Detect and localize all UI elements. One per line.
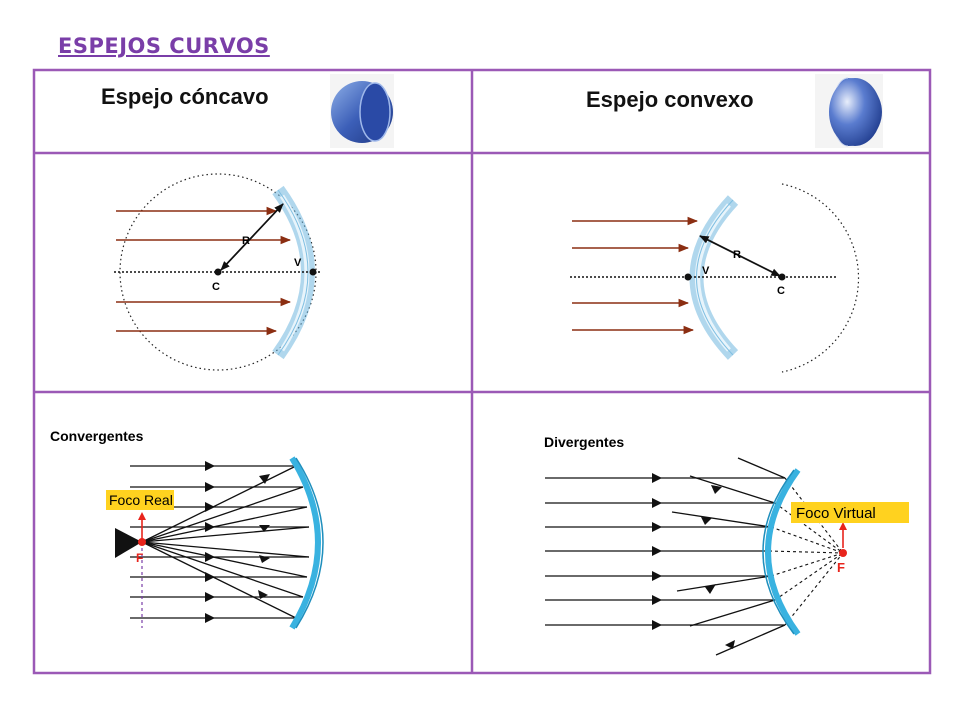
- concave-sphere-icon: [330, 74, 394, 148]
- convex-vertex-label: V: [702, 265, 710, 277]
- focus-virtual-letter: F: [837, 560, 845, 575]
- convergent-ray-diagram: Foco Real F Convergentes: [50, 428, 324, 630]
- page-title: ESPEJOS CURVOS: [58, 34, 270, 58]
- focus-real-letter: F: [136, 551, 143, 565]
- focus-virtual-tag: Foco Virtual: [796, 505, 876, 522]
- concave-vertex-label: V: [294, 257, 302, 269]
- convex-sphere-icon: [815, 74, 883, 148]
- concave-radius-label: R: [242, 235, 250, 247]
- convex-radius-label: R: [733, 249, 741, 261]
- convergent-label: Convergentes: [50, 428, 144, 444]
- concave-ray-diagram: R C V: [114, 173, 320, 371]
- divergent-label: Divergentes: [544, 434, 624, 450]
- convex-header: Espejo convexo: [586, 87, 754, 112]
- convex-center-label: C: [777, 285, 785, 297]
- concave-header: Espejo cóncavo: [101, 84, 269, 109]
- convex-ray-diagram: R C V: [570, 183, 860, 373]
- divergent-ray-diagram: Foco Virtual F Divergentes: [544, 434, 909, 656]
- focus-real-tag: Foco Real: [109, 492, 173, 508]
- concave-center-label: C: [212, 281, 220, 293]
